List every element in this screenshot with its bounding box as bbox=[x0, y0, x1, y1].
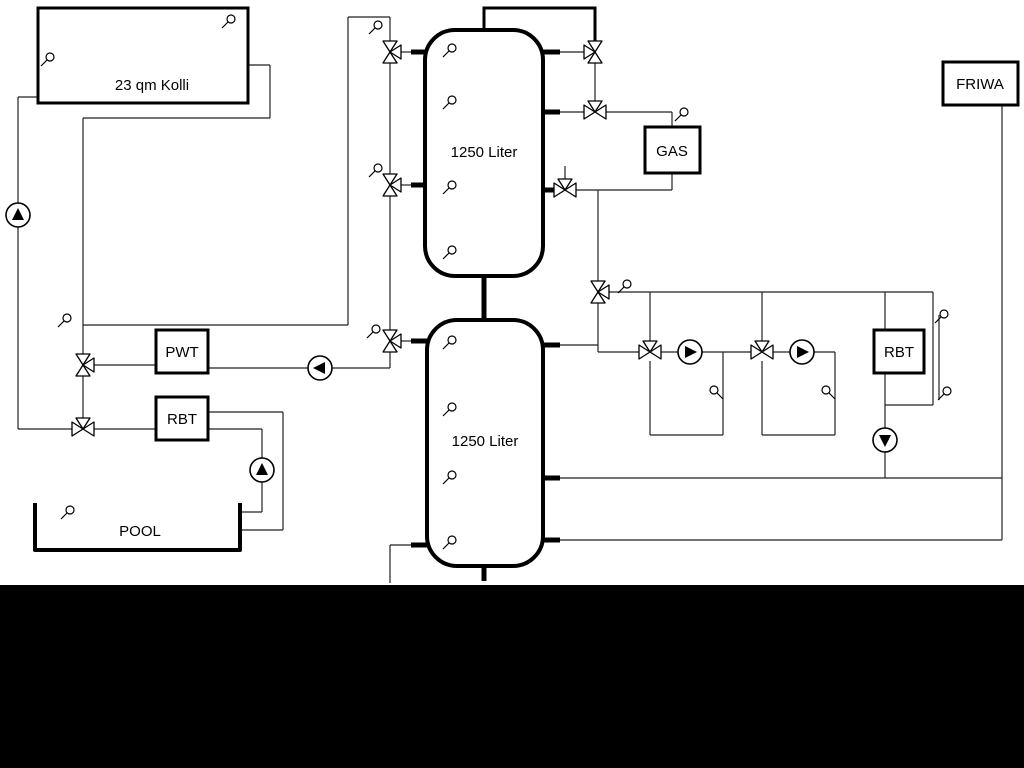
pump-icon bbox=[5, 202, 31, 228]
friwa-label: FRIWA bbox=[956, 76, 1004, 93]
rbt-left-box bbox=[154, 395, 210, 442]
dhw-pipes bbox=[389, 105, 1003, 583]
pump-icon bbox=[307, 355, 333, 381]
gas-label: GAS bbox=[656, 143, 688, 160]
three-way-valve-icon bbox=[382, 329, 402, 353]
pump-icon bbox=[249, 457, 275, 483]
three-way-valve-icon bbox=[71, 417, 95, 437]
gas-boiler-box bbox=[643, 125, 702, 175]
pool-label: POOL bbox=[119, 523, 161, 540]
pump-icon bbox=[677, 339, 703, 365]
hydraulic-schematic: 23 qm Kolli 1250 Liter 1250 Liter GAS FR… bbox=[0, 0, 1024, 585]
three-way-valve-icon bbox=[583, 100, 607, 120]
pwt-label: PWT bbox=[165, 344, 198, 361]
tank-bottom-label: 1250 Liter bbox=[452, 433, 519, 450]
rbt-right-label: RBT bbox=[884, 344, 914, 361]
three-way-valve-icon bbox=[638, 340, 662, 360]
three-way-valve-icon bbox=[750, 340, 774, 360]
pwt-heat-exchanger-box bbox=[154, 328, 210, 375]
tank-top-label: 1250 Liter bbox=[451, 144, 518, 161]
heating-pipes bbox=[556, 51, 940, 478]
three-way-valve-icon bbox=[590, 280, 610, 304]
friwa-station-box bbox=[941, 60, 1020, 107]
pool-pipes bbox=[208, 411, 284, 531]
three-way-valve-icon bbox=[75, 353, 95, 377]
bottom-black-band bbox=[0, 585, 1024, 768]
solar-collector-box bbox=[36, 6, 250, 105]
three-way-valve-icon bbox=[553, 178, 577, 198]
rbt-right-box bbox=[872, 328, 926, 375]
tank-ports bbox=[411, 6, 597, 581]
rbt-left-label: RBT bbox=[167, 411, 197, 428]
three-way-valve-icon bbox=[583, 40, 603, 64]
temperature-sensor-icon bbox=[40, 14, 952, 550]
pump-icon bbox=[789, 339, 815, 365]
solar-pipes bbox=[17, 16, 413, 430]
three-way-valve-icon bbox=[382, 173, 402, 197]
pump-icon bbox=[872, 427, 898, 453]
collector-label: 23 qm Kolli bbox=[115, 77, 189, 94]
pool-basin bbox=[33, 503, 242, 552]
three-way-valve-icon bbox=[382, 40, 402, 64]
